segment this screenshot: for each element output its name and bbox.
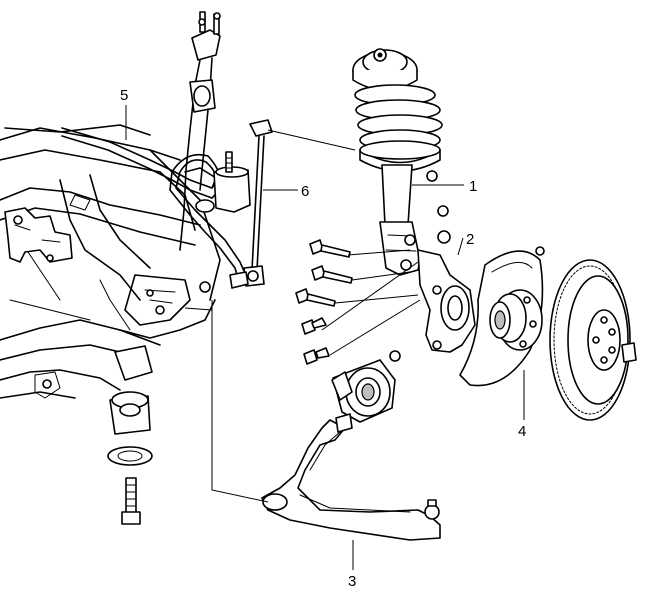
callouts: 5 6 1 2 4 3 — [120, 87, 526, 590]
strut-top-bracket — [179, 11, 251, 251]
brake-disc — [549, 259, 637, 421]
fastener-bolts — [199, 205, 545, 365]
callout-1: 1 — [469, 178, 477, 195]
callout-4: 4 — [518, 423, 526, 440]
callout-6: 6 — [301, 183, 309, 200]
subframe — [0, 124, 221, 399]
leader-lines — [125, 105, 525, 570]
lower-control-arm — [261, 359, 441, 541]
wheel-hub — [489, 289, 543, 351]
coil-spring — [354, 84, 443, 151]
steering-knuckle — [417, 249, 476, 353]
callout-5: 5 — [120, 87, 128, 104]
subframe-mount — [107, 345, 153, 525]
callout-3: 3 — [348, 573, 356, 590]
stabilizer-link — [229, 119, 273, 289]
strut-assembly — [352, 48, 443, 276]
callout-2: 2 — [466, 231, 474, 248]
